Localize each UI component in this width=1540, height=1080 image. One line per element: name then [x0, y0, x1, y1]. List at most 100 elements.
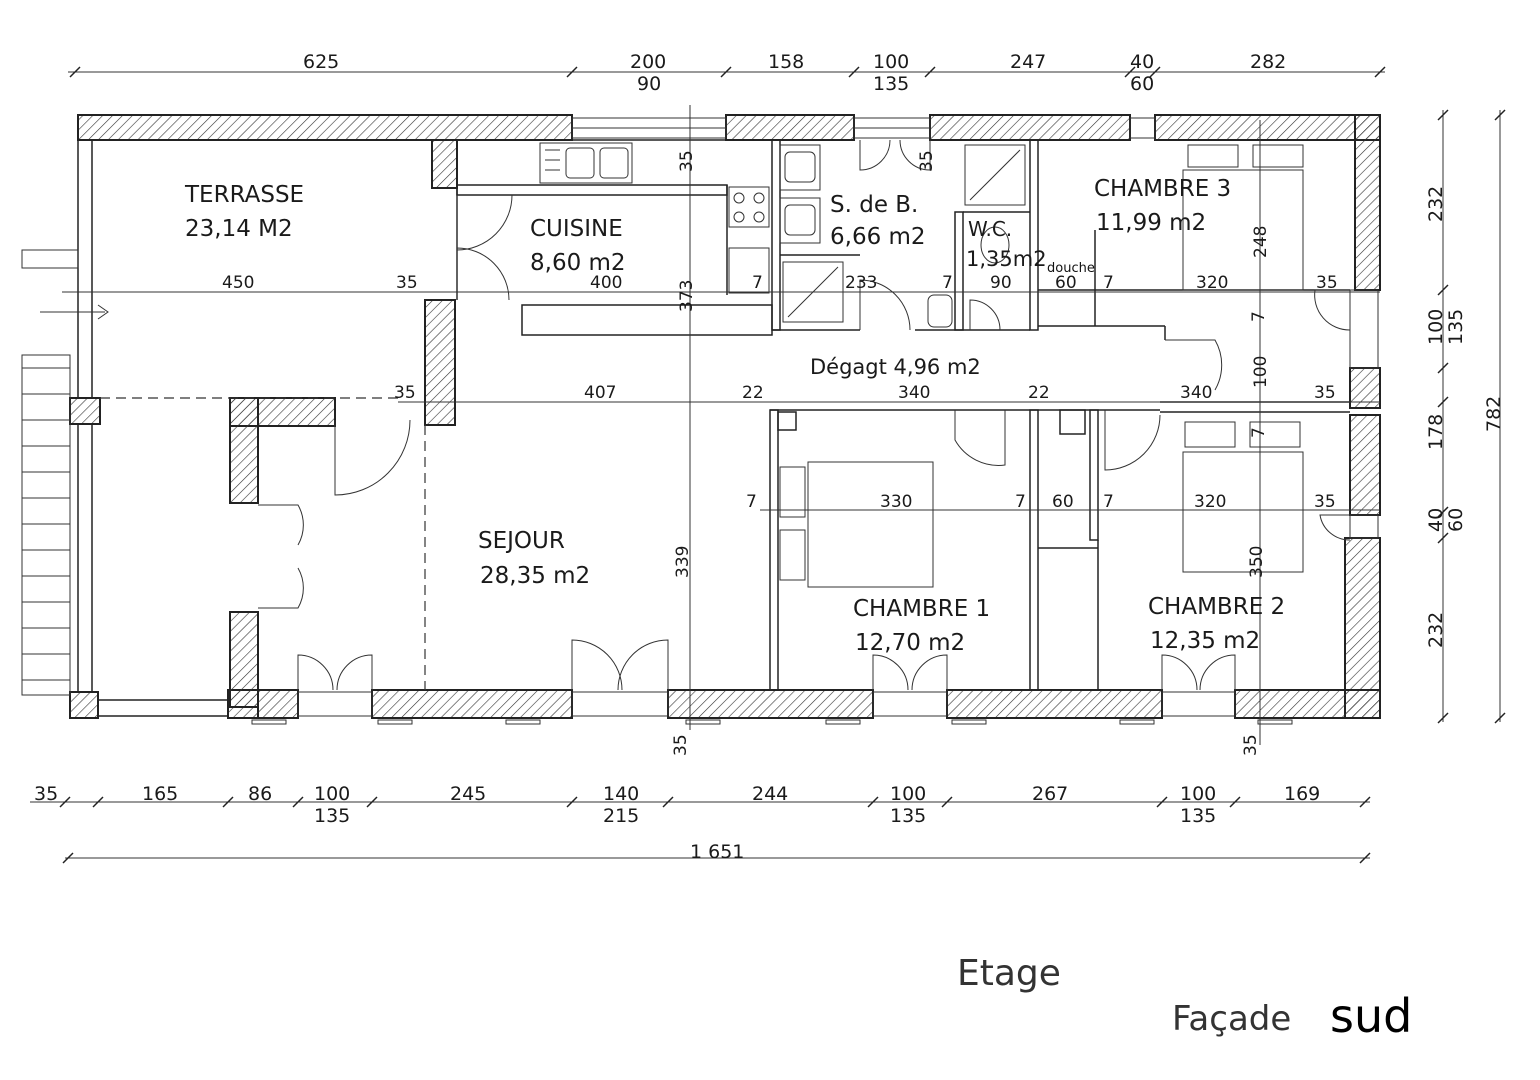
dim-top-7: 247	[1010, 51, 1046, 73]
dim-row1-7: 7	[942, 273, 953, 293]
dim-row3-1: 7	[746, 492, 757, 512]
dimension-ticks	[59, 66, 1506, 864]
dim-row1-3: 400	[590, 273, 622, 293]
dim-row1-11: 320	[1196, 273, 1228, 293]
dimension-tick	[662, 796, 674, 808]
dim-row1-5: 7	[752, 273, 763, 293]
dim-bot-12: 267	[1032, 783, 1068, 805]
dimension-tick	[924, 66, 936, 78]
dim-row3-6: 320	[1194, 492, 1226, 512]
caption-side: sud	[1330, 989, 1412, 1043]
dim-vert-4: 339	[673, 546, 693, 578]
room-chambre1-name: CHAMBRE 1	[853, 596, 990, 622]
dimension-tick	[941, 796, 953, 808]
dim-top-4: 158	[768, 51, 804, 73]
dimension-tick	[867, 796, 879, 808]
dimension-tick	[1124, 66, 1136, 78]
caption-facade: Façade	[1172, 999, 1291, 1039]
dim-row1-4: 373	[677, 280, 697, 312]
dim-row3-7: 35	[1314, 492, 1336, 512]
dimension-tick	[92, 796, 104, 808]
dim-vert-1: 35	[677, 150, 697, 172]
dim-row2-1: 35	[394, 383, 416, 403]
dimension-tick	[848, 66, 860, 78]
dimension-tick	[1374, 66, 1386, 78]
dim-right-7: 232	[1425, 612, 1447, 648]
dim-right-2: 100	[1425, 309, 1447, 345]
dim-bot-9: 244	[752, 783, 788, 805]
dim-top-8: 40	[1130, 51, 1154, 73]
dim-bot-15: 169	[1284, 783, 1320, 805]
dim-bot-6: 245	[450, 783, 486, 805]
dim-row3-3: 7	[1015, 492, 1026, 512]
dim-row1-9: 60	[1055, 273, 1077, 293]
dim-vert-7: 7	[1249, 311, 1269, 322]
dimension-tick	[62, 852, 74, 864]
room-cuisine-area: 8,60 m2	[530, 250, 626, 276]
dim-bot-7: 140	[603, 783, 639, 805]
dimension-tick	[292, 796, 304, 808]
walls	[69, 114, 1381, 719]
room-chambre3-area: 11,99 m2	[1096, 210, 1206, 236]
interior-dimensions: 450 35 400 7 233 7 90 60 7 320 35 373 35…	[222, 150, 1338, 756]
dim-row2-7: 35	[1314, 383, 1336, 403]
dim-bot-4: 100	[314, 783, 350, 805]
dimension-tick	[1359, 852, 1371, 864]
dim-vert-9: 35	[671, 734, 691, 756]
room-terrasse-area: 23,14 M2	[185, 216, 293, 242]
dim-bot-14: 135	[1180, 805, 1216, 827]
caption-floor: Etage	[957, 953, 1061, 994]
dim-vert-5: 350	[1247, 546, 1267, 578]
dim-bot-3: 86	[248, 783, 272, 805]
room-cuisine-name: CUISINE	[530, 216, 623, 242]
dim-bot-8: 215	[603, 805, 639, 827]
dim-total: 1 651	[690, 841, 744, 863]
doors	[258, 139, 1351, 691]
dim-top-5: 100	[873, 51, 909, 73]
dimension-tick	[1156, 796, 1168, 808]
dimension-tick	[566, 796, 578, 808]
dimension-lines	[30, 71, 1501, 859]
dim-top-10: 282	[1250, 51, 1286, 73]
dim-bot-10: 100	[890, 783, 926, 805]
room-wc-name: W.C.	[968, 217, 1012, 241]
dimension-tick	[1494, 712, 1506, 724]
captions: Etage Façade sud	[957, 953, 1412, 1043]
room-chambre2-name: CHAMBRE 2	[1148, 594, 1285, 620]
dim-right-total: 782	[1483, 396, 1505, 432]
dim-right-5: 40	[1425, 508, 1447, 532]
dim-bot-13: 100	[1180, 783, 1216, 805]
dim-right-4: 178	[1425, 414, 1447, 450]
dimension-tick	[222, 796, 234, 808]
room-chambre2-area: 12,35 m2	[1150, 628, 1260, 654]
room-chambre1-area: 12,70 m2	[855, 630, 965, 656]
dim-row2-3: 22	[742, 383, 764, 403]
dim-bot-2: 165	[142, 783, 178, 805]
dimension-tick	[1437, 396, 1449, 408]
right-dimensions: 232 100 135 178 40 60 232 782	[1425, 186, 1505, 648]
room-douche-label: douche	[1047, 261, 1095, 276]
room-chambre3-name: CHAMBRE 3	[1094, 176, 1231, 202]
dim-right-6: 60	[1445, 508, 1467, 532]
dim-top-3: 90	[637, 73, 661, 95]
dim-vert-3: 248	[1251, 226, 1271, 258]
dim-bot-1: 35	[34, 783, 58, 805]
dim-row1-12: 35	[1316, 273, 1338, 293]
dimension-tick	[1437, 506, 1449, 518]
room-sdb-name: S. de B.	[830, 192, 918, 218]
room-terrasse-name: TERRASSE	[184, 182, 304, 208]
dim-top-6: 135	[873, 73, 909, 95]
dim-top-2: 200	[630, 51, 666, 73]
room-sdb-area: 6,66 m2	[830, 224, 926, 250]
dimension-tick	[720, 66, 732, 78]
room-sejour-area: 28,35 m2	[480, 563, 590, 589]
stair-steps	[22, 367, 70, 681]
staircase	[21, 354, 71, 696]
dim-vert-10: 35	[1241, 734, 1261, 756]
dimension-tick	[59, 796, 71, 808]
dimension-tick	[366, 796, 378, 808]
dim-row1-10: 7	[1103, 273, 1114, 293]
fixtures	[21, 142, 1304, 696]
dim-row2-6: 340	[1180, 383, 1212, 403]
